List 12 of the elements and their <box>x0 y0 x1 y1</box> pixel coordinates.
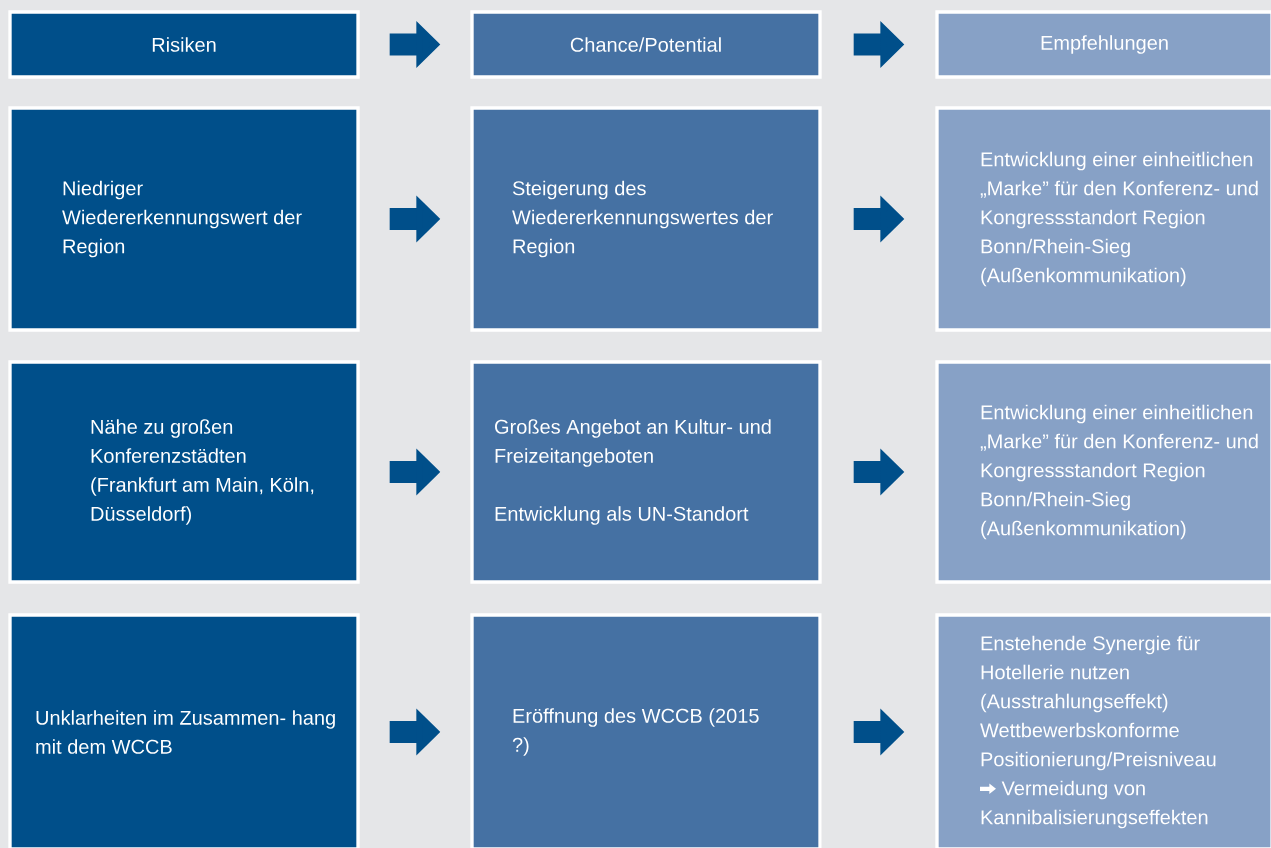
header-box: Chance/Potential <box>470 10 822 79</box>
text-box: Entwicklung einer einheitlichen „Marke” für den Konferenz- und Kongressstandort Region Bonn/Rhein-Sieg (Außenkommunikation) <box>935 106 1271 332</box>
text-box: Unklarheiten im Zusammen- hang mit dem WCCB <box>8 613 360 848</box>
text-box: Nähe zu großen Konferenzstädten (Frankfurt am Main, Köln, Düsseldorf) <box>8 360 360 584</box>
text-box: Eröffnung des WCCB (2015 ?) <box>470 613 822 848</box>
text-box: Enstehende Synergie für Hotellerie nutzen (Ausstrahlungseffekt) Wettbewerbskonforme Positionierung/Preisniveau Vermeidung von Kannibalisierungseffekten <box>935 613 1271 848</box>
text-box: Steigerung des Wiedererkennungswertes der Region <box>470 106 822 332</box>
header-box: Risiken <box>8 10 360 79</box>
text-box: Entwicklung einer einheitlichen „Marke” für den Konferenz- und Kongressstandort Region Bonn/Rhein-Sieg (Außenkommunikation) <box>935 360 1271 584</box>
text-box: Großes Angebot an Kultur- und Freizeitangeboten Entwicklung als UN-Standort <box>470 360 822 584</box>
header-box: Empfehlungen <box>935 10 1271 79</box>
text-box: Niedriger Wiedererkennungswert der Region <box>8 106 360 332</box>
